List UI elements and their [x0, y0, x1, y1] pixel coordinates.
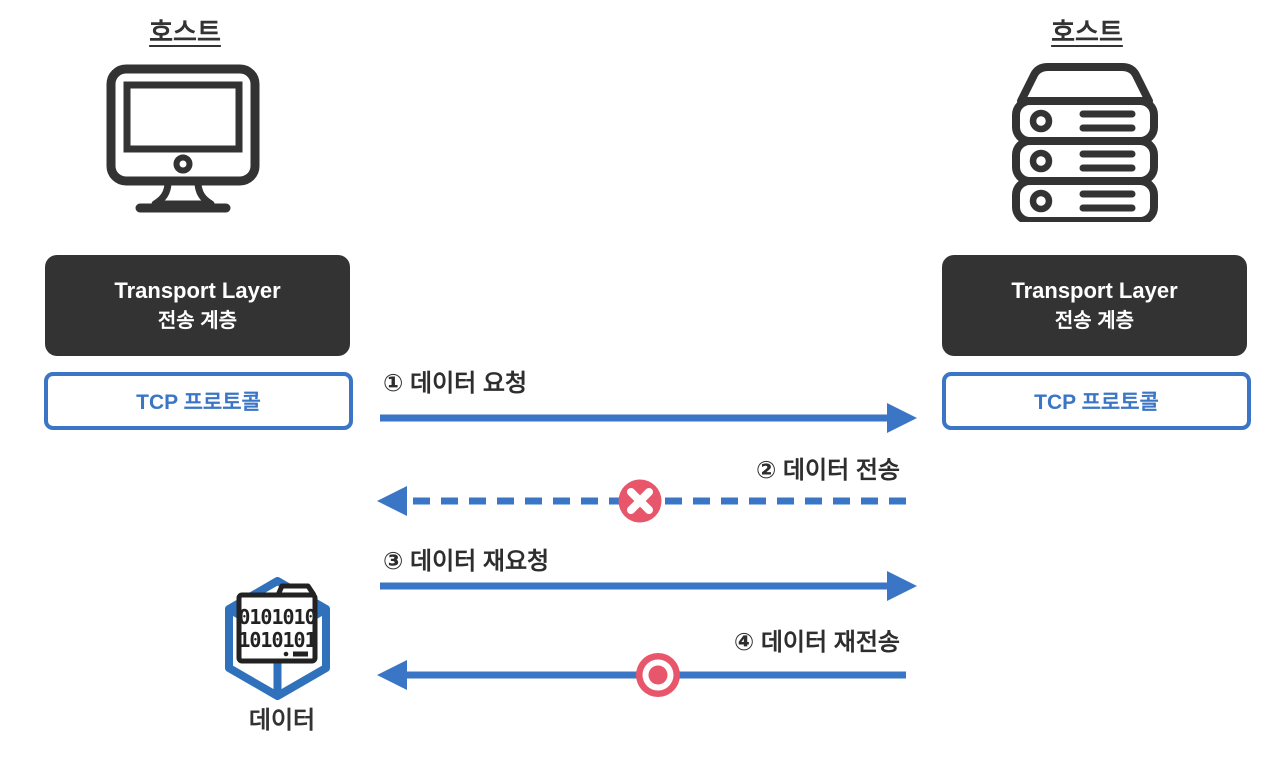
right-transport-layer-box: Transport Layer 전송 계층 — [942, 255, 1247, 356]
arrow-data-request — [380, 403, 917, 433]
right-tcp-protocol-box: TCP 프로토콜 — [942, 372, 1251, 430]
step-4-label: ④ 데이터 재전송 — [733, 629, 900, 656]
step-1-label: ① 데이터 요청 — [383, 370, 528, 397]
left-transport-layer-title: Transport Layer — [114, 278, 281, 303]
bullseye-icon — [636, 653, 680, 697]
left-tcp-protocol-label: TCP 프로토콜 — [136, 391, 261, 414]
binary-line-1: 0101010 — [238, 605, 315, 629]
arrow-data-send-failed — [377, 479, 906, 523]
right-transport-layer-title: Transport Layer — [1011, 278, 1178, 303]
arrow-data-rerequest — [380, 571, 917, 601]
right-tcp-protocol-label: TCP 프로토콜 — [1034, 391, 1159, 414]
binary-line-2: 1010101 — [238, 628, 316, 652]
step-2-label: ② 데이터 전송 — [755, 457, 900, 484]
left-host-label: 호스트 — [149, 17, 221, 47]
left-tcp-protocol-box: TCP 프로토콜 — [44, 372, 353, 430]
right-host-label: 호스트 — [1051, 17, 1123, 47]
left-transport-layer-box: Transport Layer 전송 계층 — [45, 255, 350, 356]
step-3-label: ③ 데이터 재요청 — [383, 548, 550, 575]
left-transport-layer-subtitle: 전송 계층 — [157, 310, 238, 332]
arrow-data-retransmit — [377, 653, 906, 697]
error-x-icon — [618, 479, 662, 523]
data-cube-icon: 0101010 1010101 — [225, 577, 330, 700]
desktop-computer-icon — [106, 64, 260, 213]
data-cube-label: 데이터 — [248, 707, 316, 734]
server-stack-icon — [1012, 63, 1158, 222]
right-transport-layer-subtitle: 전송 계층 — [1054, 310, 1135, 332]
